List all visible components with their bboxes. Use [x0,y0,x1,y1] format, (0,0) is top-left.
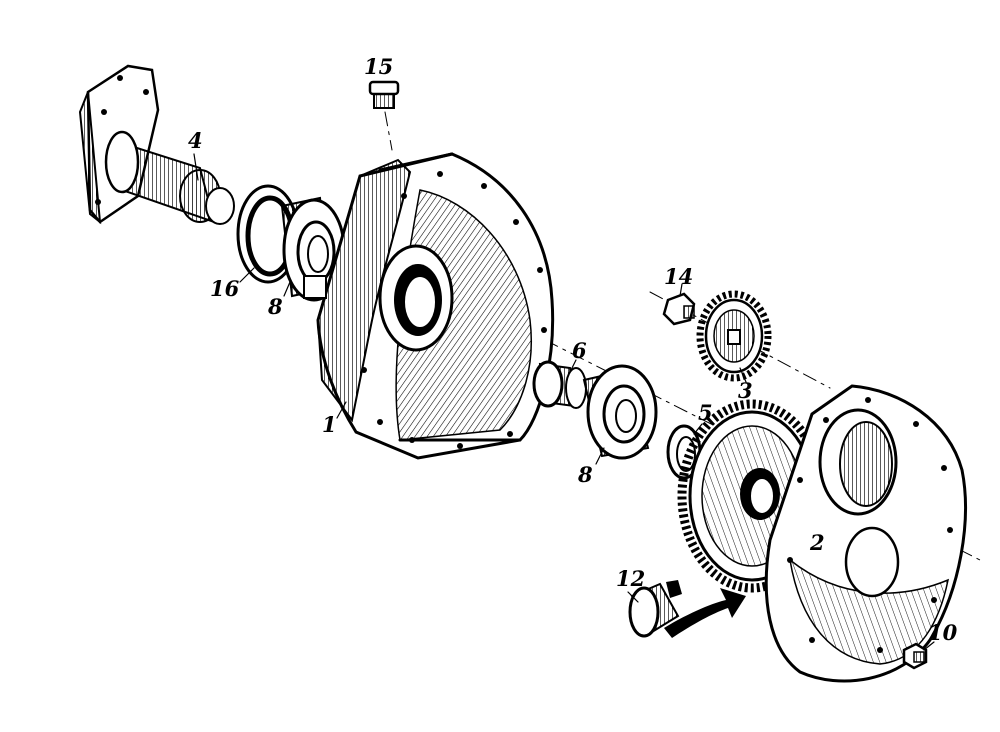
bolt [902,642,928,670]
rotation-arrow [664,588,746,638]
label-part-10: 10 [928,620,958,645]
label-part-4: 4 [188,128,203,153]
leader-lines [193,153,935,651]
flanged-shaft [78,64,235,225]
label-part-3: 3 [738,378,753,403]
label-part-5: 5 [698,400,713,425]
cover-plate [764,384,967,683]
label-part-16: 16 [210,276,240,301]
bearing-lower [582,364,658,460]
nut [662,292,696,326]
label-part-15: 15 [364,54,393,79]
bushing [532,360,587,409]
drain-plug [628,580,682,638]
label-part-6: 6 [572,338,587,363]
small-gear [696,290,772,382]
breather-plug [368,80,400,109]
label-part-1: 1 [322,412,337,437]
label-part-14: 14 [664,264,693,289]
label-part-8a: 8 [267,294,283,319]
label-part-12: 12 [616,566,645,591]
label-part-8b: 8 [577,462,593,487]
callout-labels: 15 4 16 8 1 14 6 3 5 8 2 12 10 [188,54,958,645]
label-part-2: 2 [809,530,825,555]
gear-housing [303,152,555,460]
